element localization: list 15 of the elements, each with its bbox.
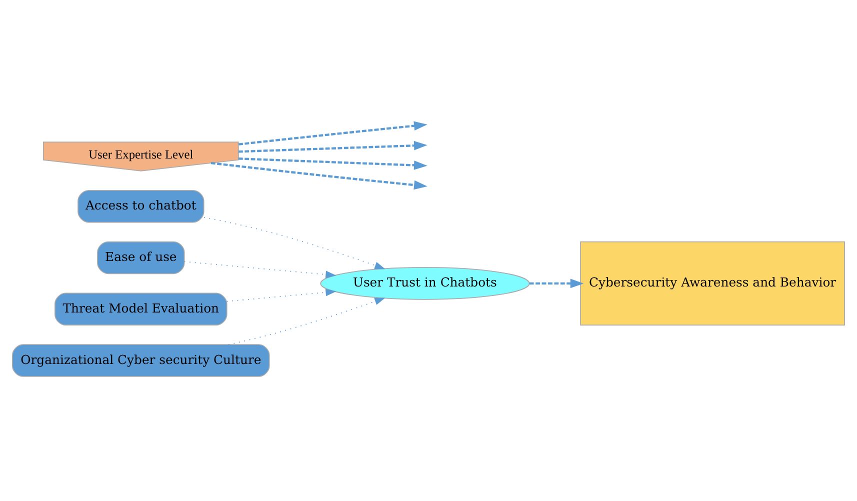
arrow (184, 261, 336, 278)
node-box: Access to chatbot (78, 190, 204, 223)
arrow (204, 216, 386, 270)
node-box: Organizational Cyber security Culture (12, 344, 270, 377)
arrow (226, 288, 336, 302)
arrow (238, 121, 428, 146)
node-box: Threat Model Evaluation (54, 292, 228, 326)
arrow (238, 158, 428, 170)
arrow (238, 140, 428, 153)
node-ellipse: User Trust in Chatbots (320, 267, 530, 300)
arrow (210, 162, 428, 190)
arrow (529, 278, 584, 288)
node-box: Ease of use (97, 241, 185, 274)
arrow (228, 298, 386, 345)
node-box: Cybersecurity Awareness and Behavior (580, 241, 845, 326)
